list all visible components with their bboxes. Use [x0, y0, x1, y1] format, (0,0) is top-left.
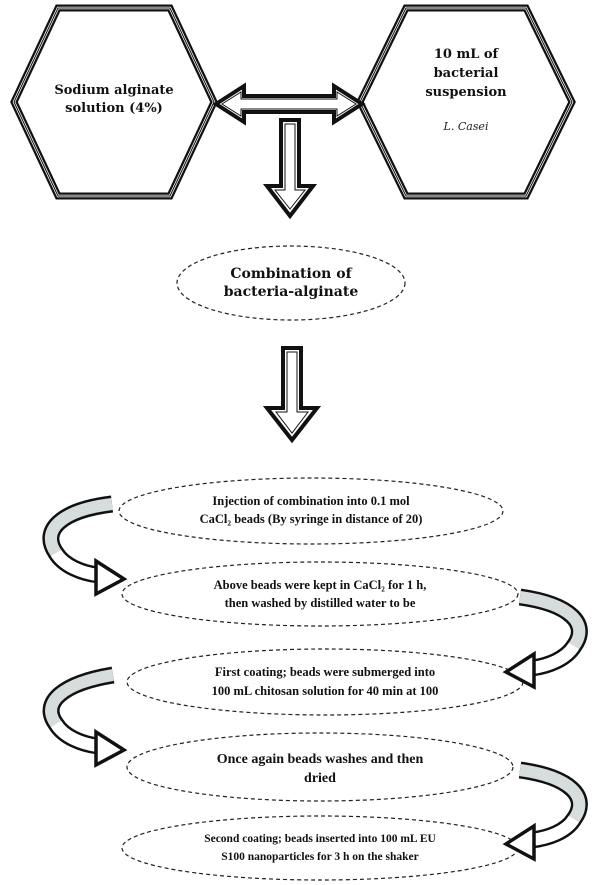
organism-label: L. Casei	[443, 120, 489, 133]
combination-line-2: bacteria-alginate	[224, 284, 359, 300]
step-5-line-2: S100 nanoparticles for 3 h on the shaker	[221, 851, 419, 863]
down-arrow-2	[262, 346, 322, 444]
step-3-line-2: 100 mL chitosan solution for 40 min at 1…	[212, 684, 439, 698]
hexagon-right-line-1: 10 mL of	[434, 47, 500, 62]
step-4-line-2: dried	[304, 771, 336, 786]
step-2-ellipse: Above beads were kept in CaCl₂ for 1 h, …	[121, 561, 519, 627]
curved-arrow-left-2	[42, 666, 128, 768]
step-5-line-1: Second coating; beads inserted into 100 …	[204, 833, 436, 845]
step-1-line-2: CaCl₂ beads (By syringe in distance of 2…	[200, 512, 423, 526]
step-3-line-1: First coating; beads were submerged into	[215, 665, 435, 679]
hexagon-sodium-alginate: Sodium alginate solution (4%)	[10, 4, 218, 200]
step-1-line-1: Injection of combination into 0.1 mol	[212, 494, 410, 508]
down-arrow-1	[262, 118, 318, 220]
curved-arrow-right-2	[502, 761, 588, 862]
step-2-line-2: then washed by distilled water to be	[225, 596, 416, 610]
curved-arrow-right-1	[502, 588, 588, 690]
hexagon-left-line-2: solution (4%)	[65, 101, 163, 116]
step-1-ellipse: Injection of combination into 0.1 mol Ca…	[118, 477, 504, 545]
step-2-line-1: Above beads were kept in CaCl₂ for 1 h,	[214, 578, 427, 592]
hexagon-left-line-1: Sodium alginate	[54, 83, 173, 98]
step-3-ellipse: First coating; beads were submerged into…	[126, 648, 524, 716]
combination-line-1: Combination of	[230, 266, 352, 282]
hexagon-bacterial-suspension: 10 mL of bacterial suspension L. Casei	[356, 4, 576, 200]
step-4-line-1: Once again beads washes and then	[217, 752, 424, 767]
step-5-ellipse: Second coating; beads inserted into 100 …	[121, 815, 519, 881]
hexagon-right-line-3: suspension	[425, 85, 507, 100]
hexagon-right-line-2: bacterial	[434, 66, 499, 81]
step-4-ellipse: Once again beads washes and then dried	[126, 732, 514, 802]
double-arrow	[212, 82, 366, 126]
curved-arrow-left-1	[42, 495, 128, 597]
combination-ellipse: Combination of bacteria-alginate	[176, 245, 406, 321]
